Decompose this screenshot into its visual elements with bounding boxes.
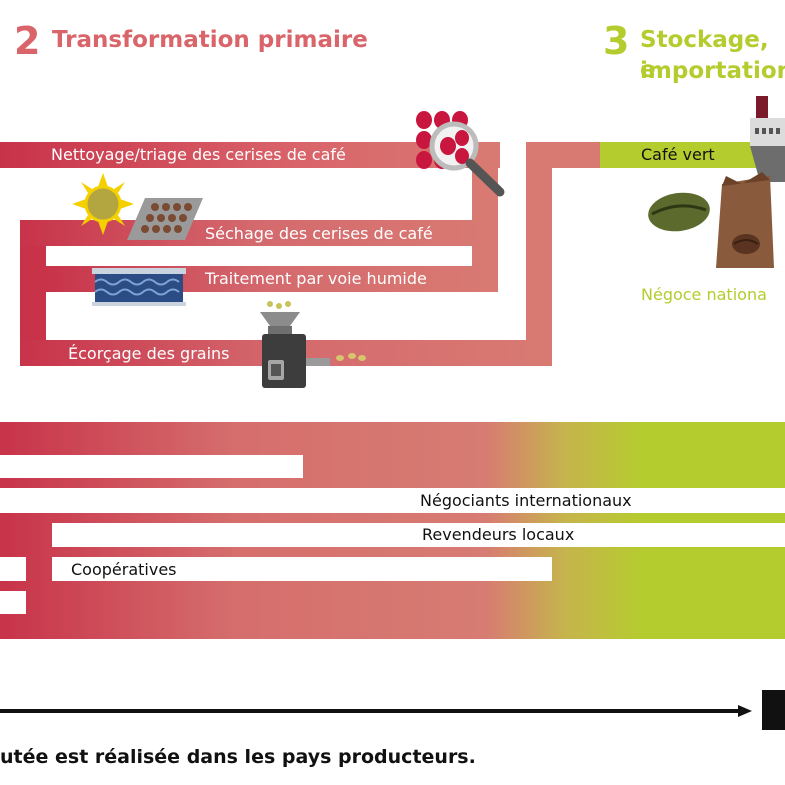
green-coffee-bean-icon xyxy=(648,192,710,232)
timeline-end-block xyxy=(762,690,785,730)
section-3-number: 3 xyxy=(603,19,630,63)
section-3-title-line2: importation xyxy=(640,58,785,84)
section-2-title: Transformation primaire xyxy=(52,27,368,53)
actors-gap-5 xyxy=(52,557,552,581)
pipe-riser xyxy=(526,142,552,366)
actors-gap-6 xyxy=(0,591,26,614)
actors-gap-1 xyxy=(0,455,303,478)
pipe-connector xyxy=(526,142,600,168)
step-drying-label: Séchage des cerises de café xyxy=(205,224,433,243)
ship-icon xyxy=(750,96,785,182)
section-3-title-line1: Stockage, e xyxy=(640,27,769,83)
coffee-sack-icon xyxy=(716,172,774,268)
step-hulling-label: Écorçage des grains xyxy=(68,344,230,363)
section-2-header: 2 xyxy=(14,22,40,60)
timeline-arrow-icon xyxy=(0,705,752,717)
actors-gap-4 xyxy=(0,557,26,581)
actors-gap-2 xyxy=(0,488,785,513)
step-wet-label: Traitement par voie humide xyxy=(205,269,427,288)
drying-tray-icon xyxy=(127,198,203,240)
section-3-header: 3 xyxy=(603,22,629,60)
footer-text: utée est réalisée dans les pays producte… xyxy=(0,746,476,768)
pipe-top xyxy=(0,142,500,168)
actor-coops-label: Coopératives xyxy=(71,560,177,579)
coffee-cherries-magnifier-icon xyxy=(416,111,505,197)
national-trade-label: Négoce nationa xyxy=(641,285,767,304)
section-2-number: 2 xyxy=(14,19,41,63)
step-cleaning-label: Nettoyage/triage des cerises de café xyxy=(51,145,346,164)
hulling-machine-icon xyxy=(260,301,366,388)
actors-gap-3 xyxy=(52,523,785,547)
wet-processing-tank-icon xyxy=(92,268,186,306)
actor-local-label: Revendeurs locaux xyxy=(422,525,575,544)
actor-international-label: Négociants internationaux xyxy=(420,491,632,510)
green-coffee-label: Café vert xyxy=(641,145,715,164)
sun-icon xyxy=(72,173,134,235)
